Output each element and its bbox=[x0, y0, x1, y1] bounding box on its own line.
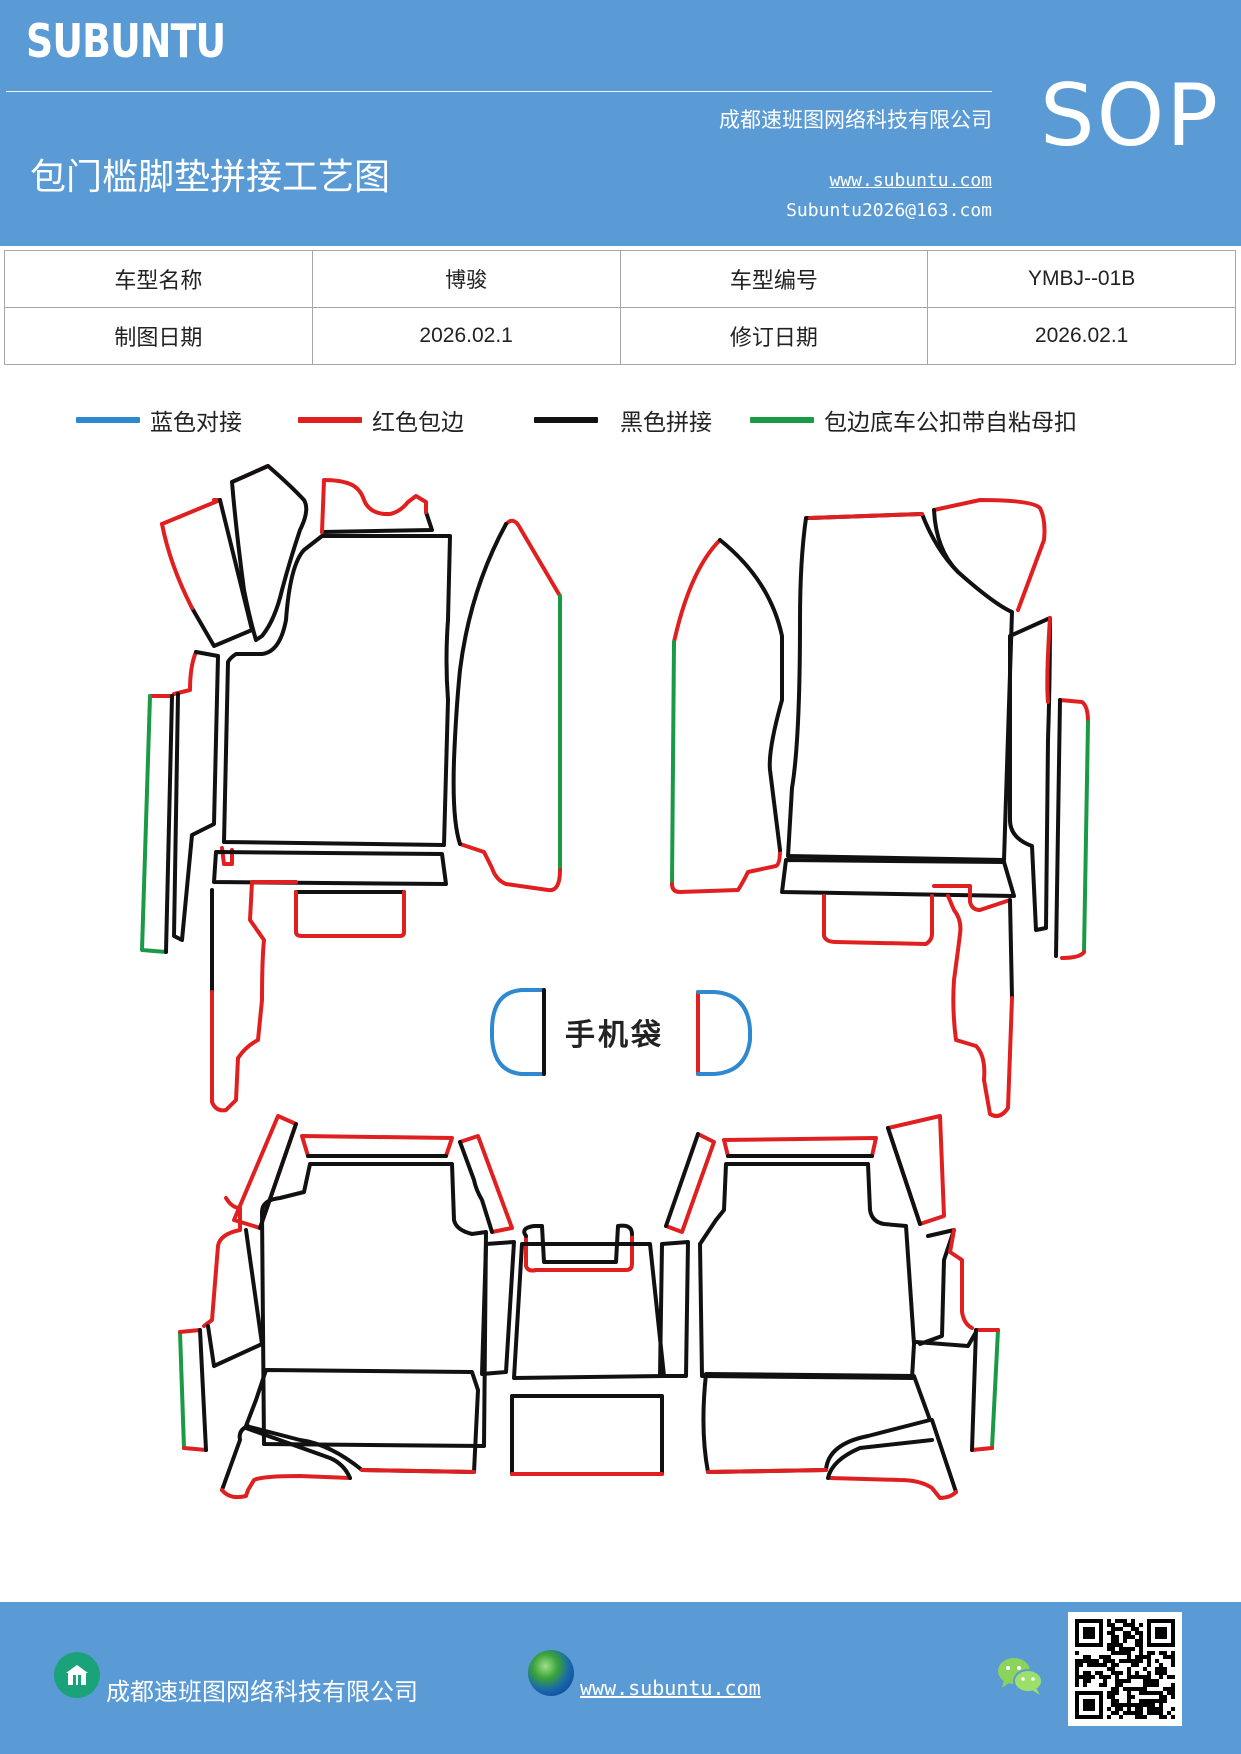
legend-item-green: 包边底车公扣带自粘母扣 bbox=[750, 400, 1077, 440]
legend-label: 包边底车公扣带自粘母扣 bbox=[824, 410, 1077, 436]
phone-pocket-group bbox=[490, 988, 752, 1076]
header-website-link[interactable]: www.subuntu.com bbox=[829, 170, 992, 191]
draw-date-value: 2026.02.1 bbox=[311, 307, 621, 365]
header-banner: SUBUNTU 成都速班图网络科技有限公司 包门槛脚垫拼接工艺图 www.sub… bbox=[0, 0, 1241, 246]
draw-date-label: 制图日期 bbox=[4, 307, 313, 365]
rear-left-mat-group bbox=[178, 1114, 666, 1500]
blue-line-swatch bbox=[76, 417, 140, 423]
legend-item-blue: 蓝色对接 bbox=[76, 400, 242, 440]
driver-main-mat bbox=[222, 534, 452, 847]
wechat-icon[interactable] bbox=[996, 1654, 1044, 1702]
header-email: Subuntu2026@163.com bbox=[786, 200, 992, 221]
footer-website-link[interactable]: www.subuntu.com bbox=[580, 1676, 761, 1700]
black-line-swatch bbox=[534, 417, 598, 423]
globe-icon bbox=[528, 1650, 574, 1696]
phone-pocket-label: 手机袋 bbox=[565, 1018, 664, 1053]
green-line-swatch bbox=[750, 417, 814, 423]
legend-label: 蓝色对接 bbox=[150, 410, 242, 436]
model-name-label: 车型名称 bbox=[4, 250, 313, 308]
footer-banner: 成都速班图网络科技有限公司 www.subuntu.com bbox=[0, 1602, 1241, 1754]
red-line-swatch bbox=[298, 417, 362, 423]
model-code-value: YMBJ--01B bbox=[927, 250, 1236, 308]
table-row: 制图日期 2026.02.1 修订日期 2026.02.1 bbox=[4, 307, 1236, 365]
vehicle-info-table: 车型名称 博骏 车型编号 YMBJ--01B 制图日期 2026.02.1 修订… bbox=[4, 250, 1236, 365]
front-right-mat-group bbox=[670, 498, 1090, 1118]
header-divider bbox=[6, 91, 992, 92]
legend-item-red: 红色包边 bbox=[298, 400, 464, 440]
revise-date-label: 修订日期 bbox=[619, 307, 929, 365]
legend-label: 红色包边 bbox=[372, 410, 464, 436]
passenger-main-mat bbox=[786, 512, 1014, 862]
rear-right-mat-group bbox=[658, 1114, 1000, 1500]
color-legend: 蓝色对接 红色包边 黑色拼接 包边底车公扣带自粘母扣 bbox=[0, 400, 1241, 440]
sop-badge: SOP bbox=[1040, 66, 1221, 166]
front-left-mat-group bbox=[140, 464, 562, 1113]
legend-item-black: 黑色拼接 bbox=[534, 400, 712, 440]
document-title: 包门槛脚垫拼接工艺图 bbox=[30, 157, 391, 198]
model-code-label: 车型编号 bbox=[619, 250, 929, 308]
table-row: 车型名称 博骏 车型编号 YMBJ--01B bbox=[4, 250, 1236, 308]
revise-date-value: 2026.02.1 bbox=[927, 307, 1236, 365]
home-icon bbox=[54, 1652, 100, 1698]
footer-company-name: 成都速班图网络科技有限公司 bbox=[106, 1678, 418, 1706]
legend-label: 黑色拼接 bbox=[620, 410, 712, 436]
model-name-value: 博骏 bbox=[311, 250, 621, 308]
header-company-name: 成都速班图网络科技有限公司 bbox=[719, 108, 992, 132]
floor-mat-splice-diagram bbox=[140, 464, 1090, 1500]
qr-code[interactable] bbox=[1068, 1612, 1182, 1726]
brand-logo: SUBUNTU bbox=[26, 14, 226, 68]
